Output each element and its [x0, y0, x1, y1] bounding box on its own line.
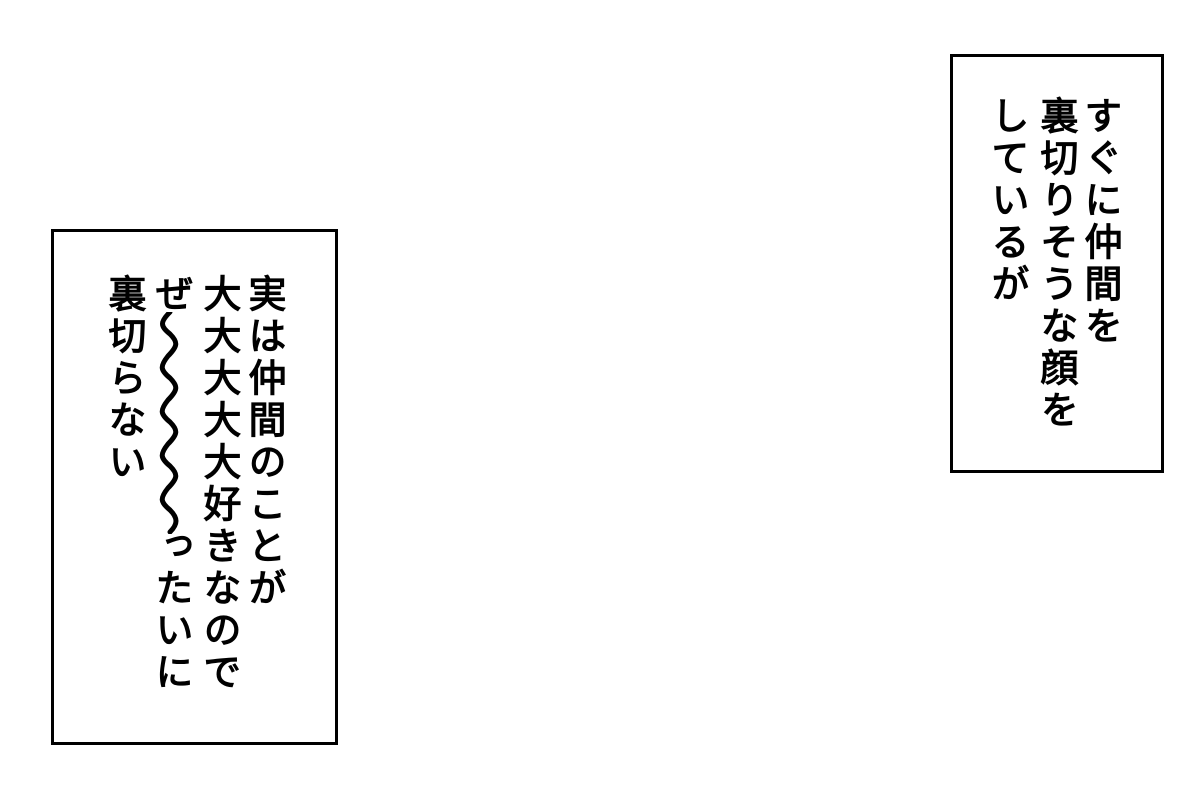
caption-left-line-2: 大大大大大好きなので	[197, 274, 241, 694]
caption-left-line-3-tail: ったいに	[149, 526, 193, 694]
caption-box-left	[51, 229, 338, 745]
caption-right-line-2: 裏切りそうな顔を	[1034, 96, 1078, 432]
caption-right-line-3: しているが	[985, 96, 1029, 306]
caption-right-line-1: すぐに仲間を	[1078, 96, 1122, 348]
wavy-dash-icon	[159, 312, 179, 534]
caption-left-line-3-head: ぜ	[149, 274, 193, 316]
caption-left-line-1: 実は仲間のことが	[242, 274, 286, 610]
caption-left-line-4: 裏切らない	[102, 274, 146, 484]
caption-box-right	[950, 54, 1164, 473]
